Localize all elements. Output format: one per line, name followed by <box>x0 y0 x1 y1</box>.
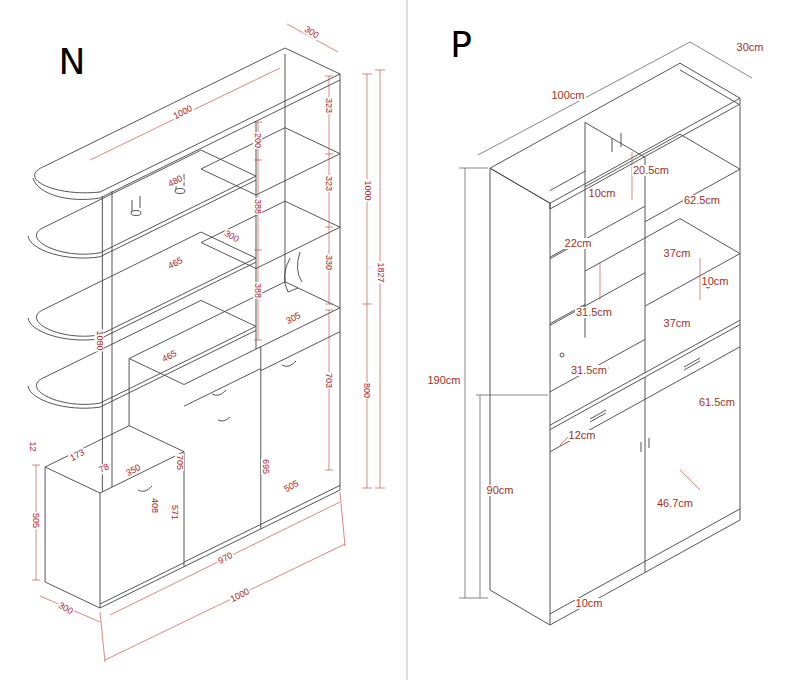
tall-cabinet <box>129 282 340 567</box>
hole <box>560 353 564 357</box>
dimension-label: 300 <box>302 24 321 41</box>
dimension-label: 30cm <box>736 42 765 53</box>
dimension-label: 46.7cm <box>656 498 694 509</box>
low-cabinet <box>45 426 184 608</box>
handles <box>138 361 296 491</box>
dimension-label: 90cm <box>486 485 515 496</box>
dimension-label: 1000 <box>171 103 195 121</box>
cabinet-n <box>28 48 340 608</box>
dimension-label: 323 <box>325 174 334 191</box>
dimension-label: 970 <box>216 550 235 566</box>
dim-line <box>325 76 333 470</box>
dimension-label: 100cm <box>550 90 585 101</box>
shelves <box>550 134 740 392</box>
dimension-label: 10cm <box>588 188 617 199</box>
cabinet-p <box>490 63 740 625</box>
dimension-lines-n <box>32 24 385 662</box>
dimension-label: 10cm <box>701 276 730 287</box>
dimension-label: 388 <box>254 197 263 214</box>
hanging-rack <box>284 252 302 292</box>
dimension-label: 465 <box>160 348 179 364</box>
upper-frame <box>585 70 740 373</box>
glass-holder <box>175 189 185 194</box>
dimension-label: 388 <box>254 281 263 298</box>
dimension-label: 800 <box>363 381 372 398</box>
dimension-label: 31.5cm <box>575 307 613 318</box>
dimension-label: 22cm <box>564 238 593 249</box>
upper-frame <box>201 54 340 349</box>
dimension-label: 1080 <box>95 329 104 351</box>
dim-line <box>362 70 385 488</box>
dimension-label: 190cm <box>426 375 461 386</box>
dimension-label: 37cm <box>663 248 692 259</box>
dimension-label: 305 <box>284 310 303 326</box>
dim-line <box>90 24 338 160</box>
glass-holder <box>131 211 141 216</box>
dim-line <box>459 168 548 598</box>
inner-dimension-lines-p <box>560 152 700 490</box>
dimension-lines-p <box>459 42 752 598</box>
dimension-label: 37cm <box>663 318 692 329</box>
panel-letter: N <box>58 44 87 80</box>
dim-line <box>32 465 345 662</box>
post <box>102 191 112 492</box>
dimension-label: 300 <box>222 228 241 244</box>
dimension-label: 173 <box>68 447 87 463</box>
dimension-label: 571 <box>171 503 180 520</box>
dimension-label: 330 <box>325 253 334 270</box>
dimension-label: 350 <box>124 462 143 478</box>
dimension-label: 505 <box>282 478 301 494</box>
dimension-label: 300 <box>56 600 75 616</box>
panel-letter: P <box>449 27 473 63</box>
dimension-label: 31.5cm <box>570 365 608 376</box>
dimension-label: 61.5cm <box>698 397 736 408</box>
dim-line <box>560 152 700 490</box>
top-board <box>490 63 740 209</box>
dimension-label: 705 <box>176 453 185 470</box>
dimension-label: 1000 <box>363 179 372 201</box>
dimension-label: 62.5cm <box>683 195 721 206</box>
dimension-label: 12 <box>27 440 36 452</box>
dimension-label: 695 <box>262 457 271 474</box>
dimension-label: 465 <box>166 255 185 271</box>
dimension-label: 20.5cm <box>632 165 670 176</box>
side-panel <box>490 168 550 625</box>
dimension-label: 703 <box>325 371 334 388</box>
dimension-label: 12cm <box>568 430 597 441</box>
dimension-label: 505 <box>32 511 41 528</box>
dimension-label: 78 <box>97 461 112 474</box>
dim-line <box>254 122 262 340</box>
dimension-label: 323 <box>325 96 334 113</box>
dim-line <box>478 42 752 155</box>
panel-divider <box>406 0 408 680</box>
dimension-label: 1827 <box>376 261 385 283</box>
dimension-label: 1000 <box>228 586 252 604</box>
open-shelves <box>28 150 256 408</box>
dimension-label: 408 <box>151 496 160 513</box>
dimension-label: 200 <box>254 131 263 148</box>
dimension-label: 10cm <box>575 598 604 609</box>
dimension-label: 480 <box>166 173 185 189</box>
hanger <box>612 133 621 152</box>
